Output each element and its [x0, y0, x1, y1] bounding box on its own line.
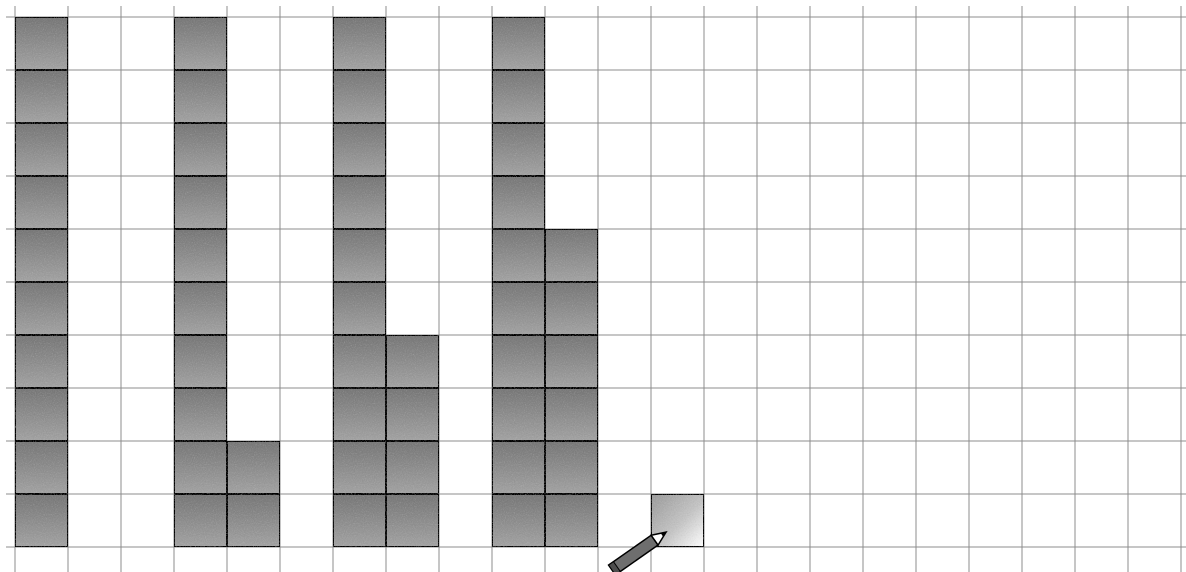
shaded-cell — [174, 17, 227, 70]
shaded-cell — [545, 494, 598, 547]
shaded-cell — [174, 282, 227, 335]
shaded-cell — [333, 494, 386, 547]
shaded-cell — [174, 229, 227, 282]
figure-1 — [15, 17, 68, 547]
shaded-cell — [333, 123, 386, 176]
shaded-cell — [386, 441, 439, 494]
shaded-cell — [174, 335, 227, 388]
shaded-cell — [333, 229, 386, 282]
shaded-cell — [545, 282, 598, 335]
shaded-cell — [15, 17, 68, 70]
shaded-cell — [333, 70, 386, 123]
shaded-cell — [333, 441, 386, 494]
shaded-cell — [545, 388, 598, 441]
shaded-cell — [15, 335, 68, 388]
shaded-cell — [545, 441, 598, 494]
shaded-cell — [15, 441, 68, 494]
shaded-cell — [174, 123, 227, 176]
shaded-cell — [492, 176, 545, 229]
shaded-cell — [174, 494, 227, 547]
shaded-cell — [15, 70, 68, 123]
shaded-cell — [174, 176, 227, 229]
shaded-cell — [15, 176, 68, 229]
shaded-cell — [386, 335, 439, 388]
shaded-cell — [545, 335, 598, 388]
shaded-cell — [492, 229, 545, 282]
pencil-icon — [609, 527, 670, 572]
shaded-cell — [492, 335, 545, 388]
shaded-cell — [492, 494, 545, 547]
shaded-cell — [492, 282, 545, 335]
shaded-cell — [492, 441, 545, 494]
shaded-cell — [492, 17, 545, 70]
shaded-cell — [15, 123, 68, 176]
shaded-cell — [333, 176, 386, 229]
shaded-cell — [545, 229, 598, 282]
shaded-cell — [386, 494, 439, 547]
shaded-cell — [174, 388, 227, 441]
shaded-cell — [15, 229, 68, 282]
shaded-cell — [15, 494, 68, 547]
shaded-cell — [174, 70, 227, 123]
shaded-cell — [174, 441, 227, 494]
figure-4 — [492, 17, 598, 547]
shaded-cell — [333, 282, 386, 335]
shaded-cell — [492, 123, 545, 176]
shaded-cell — [333, 388, 386, 441]
shaded-cell — [492, 388, 545, 441]
shaded-cell — [333, 335, 386, 388]
shaded-cell — [15, 282, 68, 335]
shaded-cell — [333, 17, 386, 70]
shaded-cell — [492, 70, 545, 123]
shaded-cell — [15, 388, 68, 441]
shaded-cell — [227, 441, 280, 494]
shaded-cell — [386, 388, 439, 441]
shaded-cell — [227, 494, 280, 547]
